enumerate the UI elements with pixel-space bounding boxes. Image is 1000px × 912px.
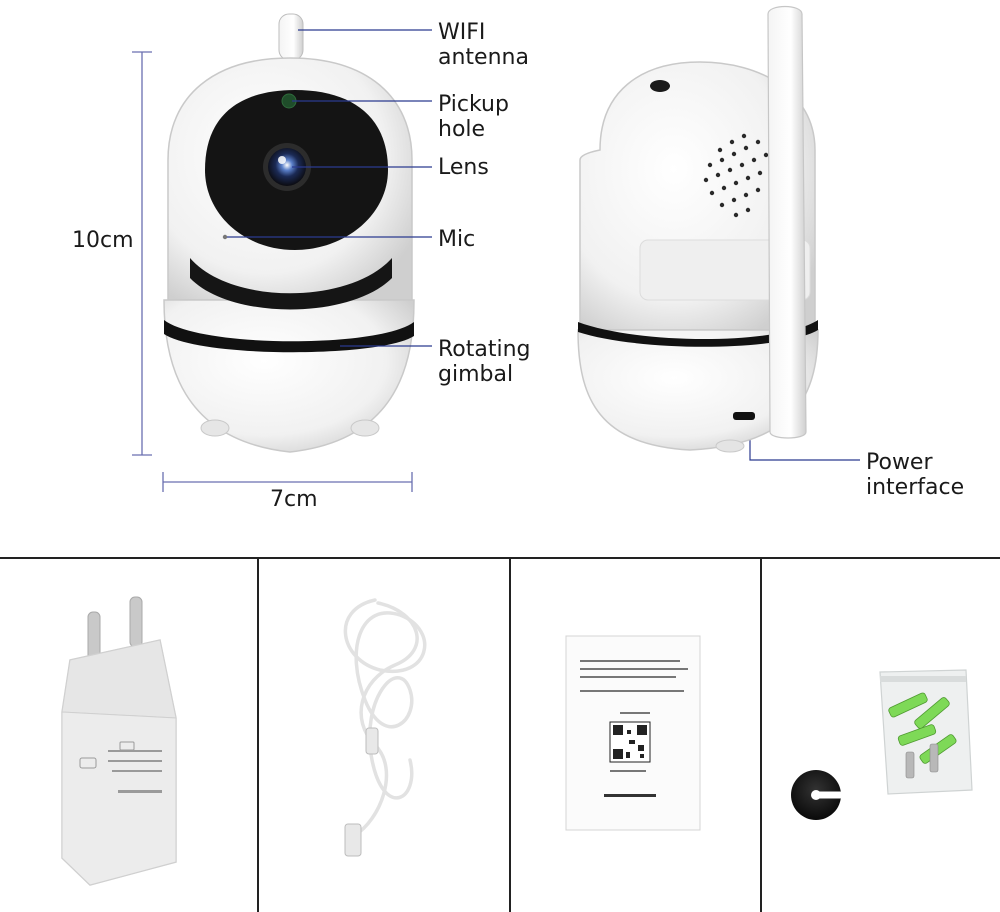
power-adapter-icon xyxy=(61,596,177,886)
usb-cable-icon xyxy=(343,598,427,857)
speaker-grille xyxy=(703,133,769,218)
screws-bag-icon xyxy=(879,669,973,795)
grid-divider-horizontal xyxy=(0,557,1000,559)
mic-label: Mic xyxy=(438,227,476,252)
manual-icon xyxy=(565,635,701,831)
grid-divider-2 xyxy=(509,557,511,912)
power-interface-label: Power interface xyxy=(866,450,965,500)
rotating-gimbal-label: Rotating gimbal xyxy=(438,337,529,387)
wifi-antenna-label: WIFI antenna xyxy=(438,20,528,70)
camera-back xyxy=(577,5,819,453)
camera-front xyxy=(163,13,415,453)
pickup-hole-label: Pickup hole xyxy=(438,92,509,142)
grid-divider-3 xyxy=(760,557,762,912)
dimension-lines xyxy=(132,51,413,492)
qr-code-icon xyxy=(609,721,651,763)
width-dimension-label: 7cm xyxy=(270,487,318,512)
height-dimension-label: 10cm xyxy=(72,228,134,253)
mounting-disc-icon xyxy=(791,770,844,820)
grid-divider-1 xyxy=(257,557,259,912)
lens-label: Lens xyxy=(438,155,489,180)
